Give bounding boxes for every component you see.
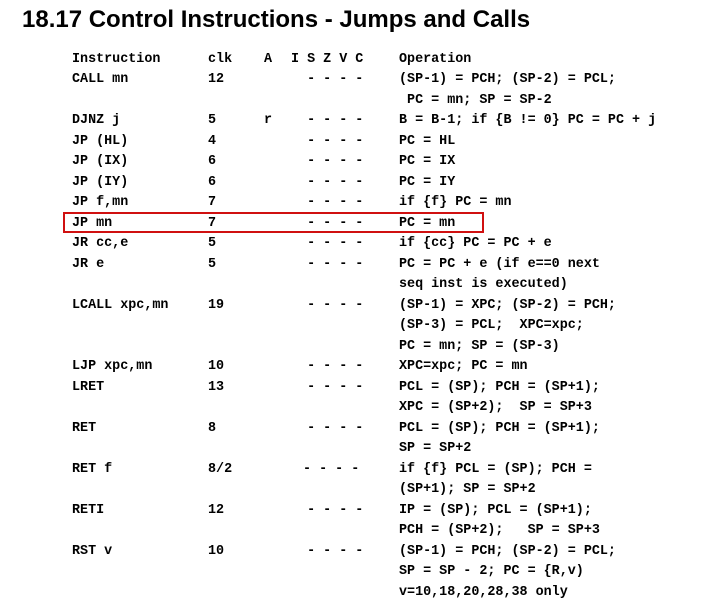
instruction-cell: RET f	[72, 461, 113, 477]
instruction-cell: JR e	[72, 256, 105, 272]
operation-cell: PCH = (SP+2); SP = SP+3	[399, 523, 600, 538]
instruction-cell: JP (IY)	[72, 174, 129, 190]
highlight-box	[63, 212, 484, 233]
operation-cell: SP = SP+2	[399, 441, 472, 456]
instruction-cell: DJNZ j	[72, 113, 121, 128]
flags-cell: - - - -	[291, 113, 364, 128]
operation-cell: (SP-1) = XPC; (SP-2) = PCH;	[399, 297, 616, 313]
clk-cell: 7	[208, 215, 217, 231]
flags-cell: - - - -	[291, 502, 364, 518]
clk-cell: 5	[208, 236, 217, 251]
clk-cell: 10	[208, 359, 225, 374]
a-cell: r	[264, 113, 273, 128]
header-a: A	[264, 52, 273, 67]
instruction-cell: JP mn	[72, 215, 113, 231]
flags-cell: - - - -	[291, 154, 364, 169]
flags-cell: - - - -	[291, 72, 364, 87]
instruction-cell: LJP xpc,mn	[72, 359, 153, 374]
header-clk: clk	[208, 52, 233, 67]
instruction-cell: CALL mn	[72, 72, 129, 87]
clk-cell: 6	[208, 154, 217, 169]
operation-cell: PCL = (SP); PCH = (SP+1);	[399, 379, 600, 395]
operation-cell: if {f} PC = mn	[399, 195, 512, 210]
flags-cell: - - - -	[291, 215, 364, 231]
flags-cell: - - - -	[291, 256, 364, 272]
instruction-cell: RETI	[72, 502, 105, 518]
instruction-cell: JP f,mn	[72, 195, 129, 210]
flags-cell: - - - -	[291, 420, 364, 436]
operation-cell: PC = HL	[399, 133, 456, 149]
operation-cell: SP = SP - 2; PC = {R,v)	[399, 564, 584, 579]
instruction-cell: JR cc,e	[72, 236, 129, 251]
instruction-cell: LCALL xpc,mn	[72, 297, 169, 313]
operation-cell: (SP-1) = PCH; (SP-2) = PCL;	[399, 72, 616, 87]
instruction-cell: LRET	[72, 379, 105, 395]
flags-cell: - - - -	[291, 174, 364, 190]
clk-cell: 4	[208, 133, 217, 149]
clk-cell: 6	[208, 174, 217, 190]
operation-cell: PC = mn; SP = SP-2	[399, 92, 552, 108]
clk-cell: 10	[208, 543, 225, 559]
clk-cell: 12	[208, 72, 225, 87]
operation-cell: PC = mn; SP = (SP-3)	[399, 338, 560, 354]
flags-cell: - - - -	[291, 297, 364, 313]
clk-cell: 5	[208, 113, 217, 128]
flags-cell: - - - -	[291, 195, 364, 210]
operation-cell: if {cc} PC = PC + e	[399, 236, 552, 251]
flags-cell: - - - -	[291, 379, 364, 395]
clk-cell: 13	[208, 379, 225, 395]
operation-cell: (SP-1) = PCH; (SP-2) = PCL;	[399, 543, 616, 559]
flags-cell: - - - -	[291, 359, 364, 374]
instruction-cell: RST v	[72, 543, 113, 559]
clk-cell: 8/2	[208, 461, 233, 477]
operation-cell: PC = IY	[399, 174, 456, 190]
operation-cell: if {f} PCL = (SP); PCH =	[399, 461, 592, 477]
clk-cell: 7	[208, 195, 217, 210]
operation-cell: PCL = (SP); PCH = (SP+1);	[399, 420, 600, 436]
clk-cell: 5	[208, 256, 217, 272]
page-title: 18.17 Control Instructions - Jumps and C…	[22, 6, 531, 33]
operation-cell: PC = mn	[399, 215, 456, 231]
clk-cell: 19	[208, 297, 225, 313]
instruction-cell: RET	[72, 420, 97, 436]
operation-cell: PC = IX	[399, 154, 456, 169]
operation-cell: (SP+1); SP = SP+2	[399, 482, 536, 497]
operation-cell: B = B-1; if {B != 0} PC = PC + j	[399, 113, 657, 128]
flags-cell: - - - -	[291, 543, 364, 559]
clk-cell: 8	[208, 420, 217, 436]
operation-cell: (SP-3) = PCL; XPC=xpc;	[399, 318, 584, 333]
instruction-cell: JP (IX)	[72, 154, 129, 169]
flags-cell: - - - -	[291, 133, 364, 149]
operation-cell: XPC = (SP+2); SP = SP+3	[399, 400, 592, 415]
header-instruction: Instruction	[72, 52, 161, 67]
operation-cell: XPC=xpc; PC = mn	[399, 359, 528, 374]
flags-cell: - - - -	[303, 461, 360, 477]
operation-cell: IP = (SP); PCL = (SP+1);	[399, 502, 592, 518]
header-operation: Operation	[399, 52, 472, 67]
operation-cell: seq inst is executed)	[399, 277, 568, 292]
operation-cell: PC = PC + e (if e==0 next	[399, 256, 600, 272]
instruction-cell: JP (HL)	[72, 133, 129, 149]
header-flags: I S Z V C	[291, 52, 364, 67]
clk-cell: 12	[208, 502, 225, 518]
operation-cell: v=10,18,20,28,38 only	[399, 584, 568, 600]
flags-cell: - - - -	[291, 236, 364, 251]
